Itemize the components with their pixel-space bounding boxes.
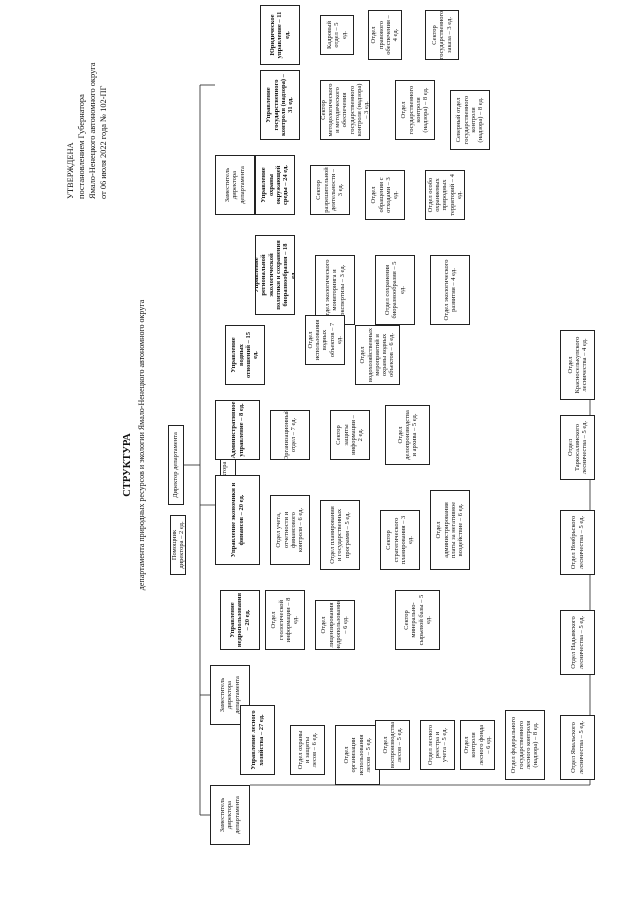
document-subtitle: департамента природных ресурсов и эколог…	[137, 299, 146, 591]
org-unit-admin-dept: Административное управление – 8 ед.	[215, 400, 260, 460]
org-unit-yamal-forestry: Отдел Ямальского лесничества – 5 ед.	[560, 715, 595, 780]
org-unit-accounting: Отдел учета, отчетности и финансового ко…	[270, 495, 310, 565]
approval-line-2: Ямало-Ненецкого автономного округа	[87, 62, 97, 199]
org-unit-info-sector: Сектор защиты информации – 2 ед.	[330, 410, 370, 460]
org-unit-biodiversity: Отдел сохранения биоразнообразия – 5 ед.	[375, 255, 415, 325]
approval-line-1: постановлением Губернатора	[76, 94, 86, 199]
approval-title: УТВЕРЖДЕНА	[66, 142, 75, 199]
org-unit-water-dept: Управление водных отношений – 15 ед.	[225, 325, 265, 385]
org-unit-hydro-works: Отдел водохозяйственных мероприятий и ох…	[355, 325, 400, 385]
org-unit-state-control-dept2: Отдел государственного контроля (надзора…	[395, 80, 435, 140]
org-unit-forest-control: Отдел федерального государственного лесн…	[505, 710, 545, 780]
org-unit-fees-dept: Отдел администрирования платы за негатив…	[430, 490, 470, 570]
org-unit-state-control-dept: Управление государственного контроля (на…	[260, 70, 300, 140]
org-unit-environment-dept: Управление охраны окружающей среды – 24 …	[255, 155, 295, 215]
org-unit-personnel-dept: Кадровый отдел – 5 ед.	[320, 15, 354, 55]
org-unit-assistant: Помощник директора – 2 ед.	[170, 515, 186, 575]
org-unit-legal-support-sector: Отдел правового обеспечения – 4 ед.	[368, 10, 402, 60]
org-unit-strategy-sector: Сектор стратегического планирования – 3 …	[380, 510, 420, 570]
org-unit-eco-policy-dept: Управление региональной экологической по…	[255, 235, 295, 315]
org-unit-noyabrsk-forestry: Отдел Ноябрьского лесничества – 5 ед.	[560, 510, 595, 575]
org-unit-subsoil-licensing: Отдел лицензирования недропользования – …	[315, 600, 355, 650]
org-unit-org-dept: Организационный отдел – 7 ед.	[270, 410, 310, 460]
org-unit-krasnoselkup-forestry: Отдел Красноселькупского лесничества – 4…	[560, 330, 595, 400]
org-unit-forest-regeneration: Отдел воспроизводства лесов – 5 ед.	[375, 720, 410, 770]
org-unit-records-dept: Отдел делопроизводства и архива – 5 ед.	[385, 405, 430, 465]
org-unit-director: Директор департамента	[168, 425, 184, 505]
document-title: СТРУКТУРА	[122, 433, 133, 497]
org-unit-deputy-director-low: Заместитель директора департамента	[210, 785, 250, 845]
org-unit-tarko-forestry: Отдел Таркосалинского лесничества – 5 ед…	[560, 415, 595, 480]
org-unit-forest-mgmt: Отдел контроля лесного фонда – 6 ед.	[460, 720, 495, 770]
org-unit-forestry-dept: Управление лесного хозяйства – 27 ед.	[240, 705, 275, 775]
org-unit-eco-development: Отдел экологического развития – 4 ед.	[430, 255, 470, 325]
approval-line-3: от 06 июля 2022 года № 102-ПГ	[98, 85, 108, 199]
org-unit-waste-dept: Отдел обращения с отходами – 3 ед.	[365, 170, 405, 220]
org-unit-state-programs: Отдел планирования и государственных про…	[320, 500, 360, 570]
org-unit-specially-protected: Отдел особо охраняемых природных террито…	[425, 170, 465, 220]
org-unit-subsoil-dept: Управление недропользования – 20 ед.	[220, 590, 260, 650]
org-unit-finance-dept: Управление экономики и финансов – 20 ед.	[215, 475, 260, 565]
org-unit-env-permits: Сектор разрешительной деятельности – 3 е…	[310, 165, 350, 215]
org-unit-legal-dept: Юридическое управление – 11 ед.	[260, 5, 300, 65]
org-unit-forest-fund: Отдел лесного реестра и учета – 5 ед.	[420, 720, 455, 770]
org-unit-forest-protection: Отдел охраны и защиты лесов – 6 ед.	[290, 725, 325, 775]
org-unit-forest-use: Отдел организации использования лесов – …	[335, 725, 380, 785]
org-unit-mineral-sector: Сектор минерально-сырьевой базы – 5 ед.	[395, 590, 440, 650]
org-unit-methodology-sector: Сектор методологического и методического…	[320, 80, 370, 140]
org-unit-northern-control: Северный отдел государственного контроля…	[450, 90, 490, 150]
approval-block: УТВЕРЖДЕНА постановлением Губернатора Ям…	[66, 63, 110, 199]
org-unit-geo-info: Отдел геологической информации – 8 ед.	[265, 590, 305, 650]
org-unit-water-objects: Отдел использования водных объектов – 7 …	[305, 315, 345, 365]
org-unit-nadym-forestry: Отдел Надымского лесничества – 5 ед.	[560, 610, 595, 675]
org-unit-procurement-sector: Сектор государственного заказа – 3 ед.	[425, 10, 459, 60]
org-unit-deputy-director-top: Заместитель директора департамента	[215, 155, 255, 215]
